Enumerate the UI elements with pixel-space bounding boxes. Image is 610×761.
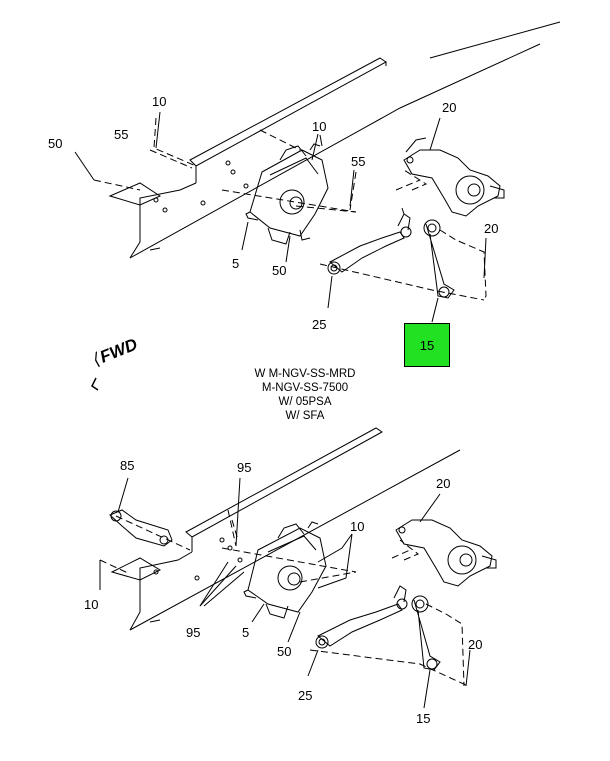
pitman-arm-top bbox=[423, 219, 455, 299]
callout-20-bottom-a: 20 bbox=[436, 476, 451, 491]
steering-gear-bottom bbox=[243, 521, 327, 619]
applicability-caption: W M-NGV-SS-MRD M-NGV-SS-7500 W/ 05PSA W/… bbox=[230, 367, 380, 423]
callout-20-top-a: 20 bbox=[442, 100, 457, 115]
callout-leaders-bottom bbox=[99, 477, 471, 709]
callout-55-top-b: 55 bbox=[351, 154, 366, 169]
drag-link-bottom bbox=[315, 585, 408, 649]
drag-link-top bbox=[327, 207, 412, 275]
steering-gear-top bbox=[245, 143, 329, 245]
callout-10-bottom-b: 10 bbox=[350, 519, 365, 534]
fwd-arrow-icon bbox=[91, 377, 99, 391]
callout-55-top-a: 55 bbox=[114, 127, 129, 142]
callout-20-top-b: 20 bbox=[484, 221, 499, 236]
callout-10-top-b: 10 bbox=[312, 119, 327, 134]
callout-10-bottom-a: 10 bbox=[84, 597, 99, 612]
callout-85-bottom: 85 bbox=[120, 458, 135, 473]
callout-50-bottom: 50 bbox=[277, 644, 292, 659]
callout-5-bottom: 5 bbox=[242, 625, 250, 640]
callout-50-top-a: 50 bbox=[48, 136, 63, 151]
steering-knuckle-top bbox=[403, 137, 505, 217]
callout-95-bottom-b: 95 bbox=[186, 625, 201, 640]
callout-10-top-a: 10 bbox=[152, 94, 167, 109]
callout-25-top: 25 bbox=[312, 317, 327, 332]
callout-25-bottom: 25 bbox=[298, 688, 313, 703]
callout-5-top: 5 bbox=[232, 256, 240, 271]
caption-line-4: W/ SFA bbox=[285, 410, 325, 422]
callout-15-bottom: 15 bbox=[416, 711, 431, 726]
frame-rail-top bbox=[108, 21, 561, 259]
callout-95-bottom-a: 95 bbox=[237, 460, 252, 475]
caption-line-2: M-NGV-SS-7500 bbox=[261, 382, 349, 394]
steering-knuckle-bottom bbox=[395, 519, 497, 587]
callout-20-bottom-b: 20 bbox=[468, 637, 483, 652]
caption-line-1: W M-NGV-SS-MRD bbox=[254, 368, 356, 380]
callout-15-highlight-label: 15 bbox=[419, 337, 435, 353]
callout-50-top-b: 50 bbox=[272, 263, 287, 278]
callout-15-highlighted[interactable]: 15 bbox=[404, 323, 450, 367]
leader-lines-top bbox=[93, 117, 487, 301]
callout-leaders-top bbox=[74, 111, 487, 323]
pitman-arm-bottom bbox=[411, 595, 441, 671]
caption-line-3: W/ 05PSA bbox=[278, 396, 332, 408]
